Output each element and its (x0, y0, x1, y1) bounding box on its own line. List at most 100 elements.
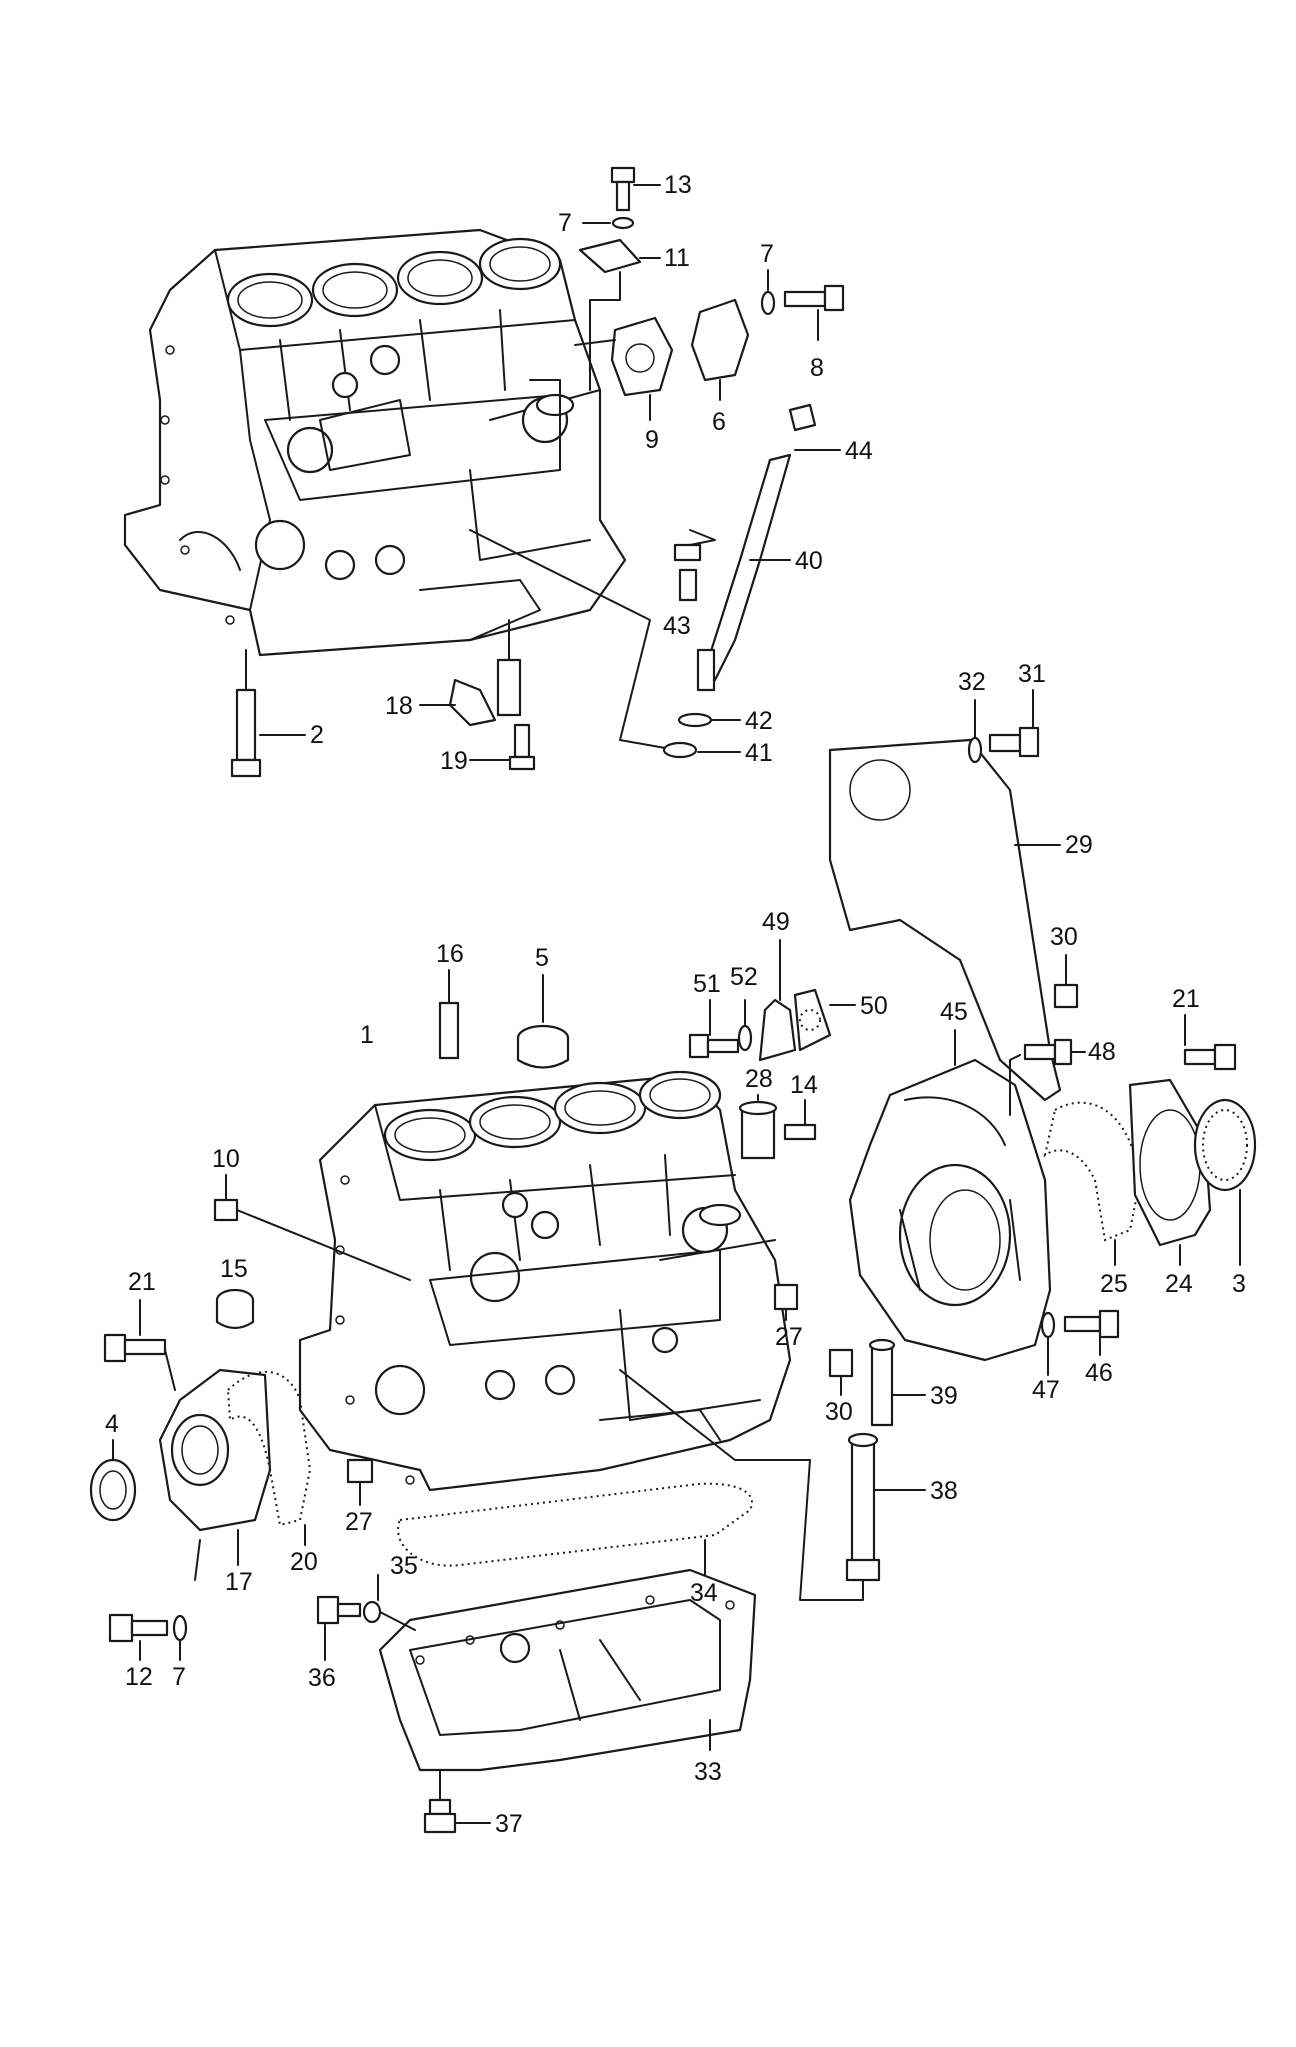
bracket-18 (419, 619, 522, 727)
bolt-21a (1183, 1014, 1237, 1071)
sleeve-16 (438, 969, 460, 1060)
oil-pan-33 (378, 1568, 757, 1772)
cap-5 (516, 974, 570, 1069)
lower-engine-block (298, 1070, 792, 1492)
callout-8: 8 (810, 354, 824, 382)
bolt-21b (103, 1299, 176, 1391)
cap-15 (215, 1288, 255, 1330)
callout-34: 34 (690, 1579, 718, 1607)
callout-38: 38 (930, 1477, 958, 1505)
callout-17: 17 (225, 1568, 253, 1596)
flange-24 (1128, 1078, 1212, 1266)
washer-35 (362, 1574, 416, 1631)
guide-lines-upper (469, 529, 666, 749)
callout-40: 40 (795, 547, 823, 575)
callout-5: 5 (535, 944, 549, 972)
callout-45: 45 (940, 998, 968, 1026)
callout-11: 11 (664, 244, 690, 272)
callout-labels: 13 7 11 7 8 9 6 44 40 43 2 18 19 42 41 3… (105, 171, 1246, 1838)
callout-48: 48 (1088, 1038, 1116, 1066)
pin-14 (783, 1099, 817, 1141)
seal-41 (662, 741, 741, 759)
seal-42 (677, 712, 741, 728)
callout-27: 27 (775, 1323, 803, 1351)
callout-37: 37 (495, 1810, 523, 1838)
washer-47 (1040, 1311, 1056, 1376)
gasket-9 (574, 316, 674, 421)
oil-pan-gasket-34 (397, 1482, 753, 1576)
front-seal-cover-17 (158, 1368, 272, 1566)
callout-44: 44 (845, 437, 873, 465)
callout-29: 29 (1065, 831, 1093, 859)
guide-lines-lower (619, 1369, 811, 1461)
callout-14: 14 (790, 1071, 818, 1099)
upper-engine-block (123, 228, 627, 657)
bolt-31 (988, 689, 1040, 758)
callout-32: 32 (958, 668, 986, 696)
callout-6: 6 (712, 408, 726, 436)
plug-43 (673, 543, 702, 602)
callout-24: 24 (1165, 1270, 1193, 1298)
callout-7: 7 (172, 1663, 186, 1691)
callout-50: 50 (860, 992, 888, 1020)
dowel-30b (828, 1348, 854, 1396)
drain-bolt-37 (423, 1769, 491, 1834)
callout-3: 3 (1232, 1270, 1246, 1298)
callout-21: 21 (128, 1268, 156, 1296)
bolt-51 (688, 999, 740, 1059)
sleeve-28 (738, 1094, 778, 1160)
rear-seal-housing-45 (848, 1029, 1052, 1362)
washer-52 (737, 999, 753, 1052)
callout-51: 51 (693, 970, 721, 998)
callout-30: 30 (1050, 923, 1078, 951)
callout-36: 36 (308, 1664, 336, 1692)
callout-20: 20 (290, 1548, 318, 1576)
callout-39: 39 (930, 1382, 958, 1410)
callout-31: 31 (1018, 660, 1046, 688)
washer-7c (172, 1614, 188, 1661)
callout-35: 35 (390, 1552, 418, 1580)
callout-42: 42 (745, 707, 773, 735)
bolt-48 (1009, 1038, 1086, 1116)
dowel-27b (346, 1458, 374, 1506)
drain-bolt-36 (316, 1595, 362, 1661)
callout-2: 2 (310, 721, 324, 749)
washer-7b (760, 269, 776, 316)
callout-9: 9 (645, 426, 659, 454)
seal-4 (89, 1439, 137, 1522)
callout-28: 28 (745, 1065, 773, 1093)
callout-41: 41 (745, 739, 773, 767)
callout-21: 21 (1172, 985, 1200, 1013)
callout-33: 33 (694, 1758, 722, 1786)
tube-39 (868, 1338, 926, 1427)
flywheel-cover-29 (828, 738, 1062, 1102)
callout-25: 25 (1100, 1270, 1128, 1298)
callout-4: 4 (105, 1410, 119, 1438)
washer-7a (582, 216, 635, 230)
bolt-8 (783, 284, 845, 341)
bolt-12 (108, 1539, 201, 1661)
callout-16: 16 (436, 940, 464, 968)
callout-43: 43 (663, 612, 691, 640)
bracket-49-50 (758, 939, 856, 1062)
callout-27: 27 (345, 1508, 373, 1536)
tube-38 (799, 1432, 926, 1601)
gasket-20 (226, 1371, 312, 1546)
plug-10 (213, 1174, 411, 1281)
callout-15: 15 (220, 1255, 248, 1283)
callout-47: 47 (1032, 1376, 1060, 1404)
callout-19: 19 (440, 747, 468, 775)
callout-7: 7 (558, 209, 572, 237)
cover-plate-6 (690, 298, 750, 401)
callout-7: 7 (760, 240, 774, 268)
callout-1: 1 (360, 1021, 374, 1049)
dipstick-44-40 (689, 403, 841, 682)
dowel-27a (773, 1283, 799, 1321)
washer-32 (967, 699, 983, 764)
callout-30: 30 (825, 1398, 853, 1426)
bolt-46 (1063, 1309, 1120, 1356)
callout-13: 13 (664, 171, 692, 199)
bolt-13 (610, 166, 661, 212)
seal-3 (1193, 1098, 1257, 1266)
